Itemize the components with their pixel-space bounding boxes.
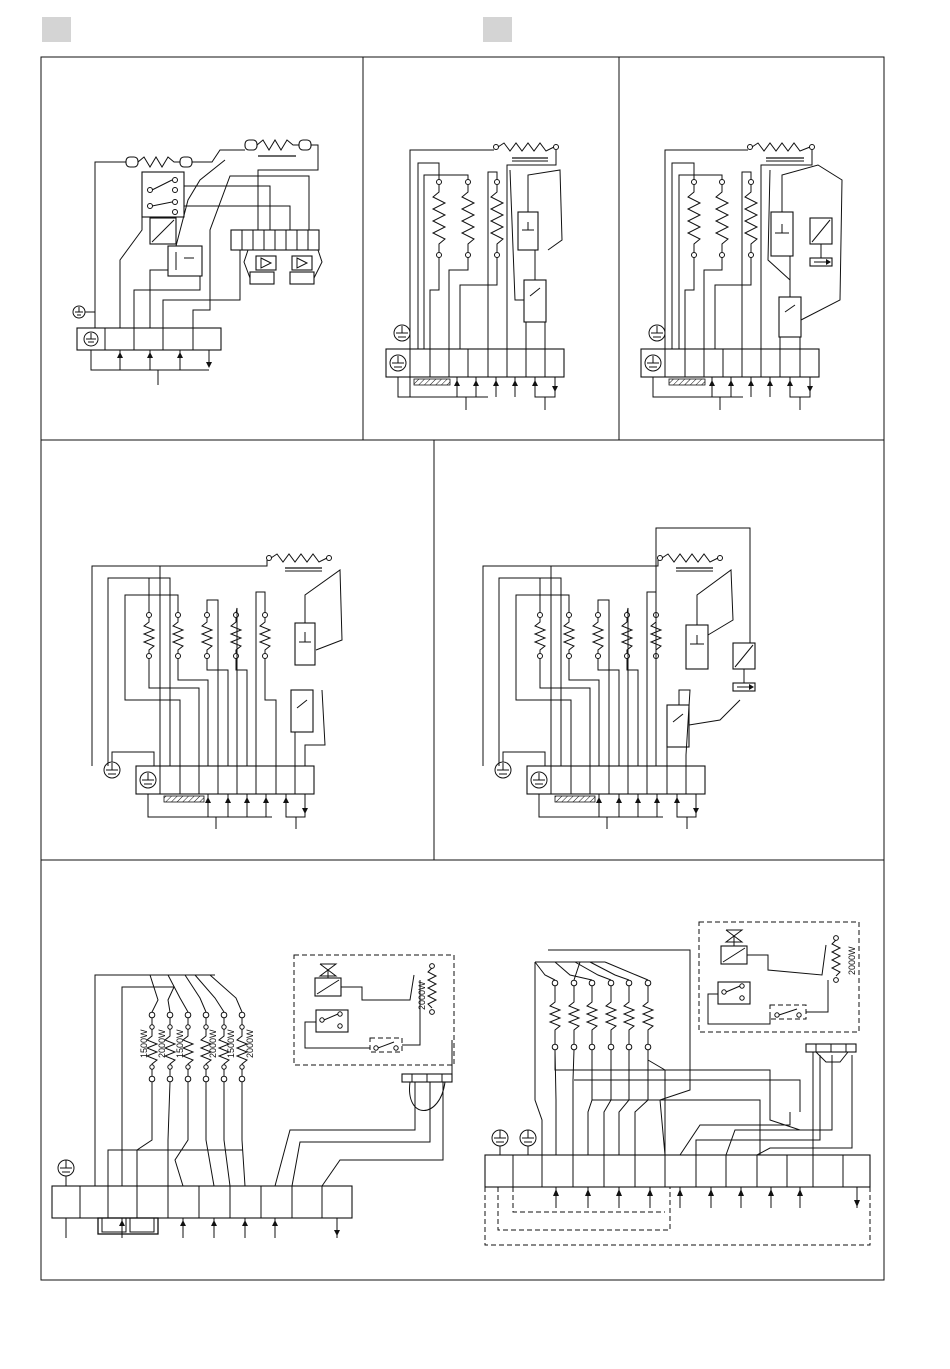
terminal-block <box>641 349 819 377</box>
heater-rating-label: 2000W <box>157 1029 167 1058</box>
diagram-panel-4 <box>92 554 342 829</box>
motor-rating-label: 2000W <box>847 946 857 975</box>
heater-elements <box>433 180 503 258</box>
terminal-block <box>52 1186 352 1218</box>
ground-symbol <box>58 1160 74 1186</box>
heater-rating-label: 2000W <box>245 1029 255 1058</box>
terminal-block <box>527 766 705 794</box>
header-marker-left <box>42 17 71 42</box>
diagram-panel-5 <box>483 528 755 829</box>
heater-rating-label: 1500W <box>226 1029 236 1058</box>
terminal-block <box>136 766 314 794</box>
terminal-block <box>77 328 221 350</box>
diagram-panel-1 <box>73 140 322 385</box>
diagram-panel-7: 2000W <box>485 922 870 1245</box>
heater-elements <box>550 980 653 1050</box>
ground-symbol <box>492 1130 536 1155</box>
terminal-block <box>386 349 564 377</box>
heater-rating-label: 1500W <box>175 1029 185 1058</box>
heater-rating-label: 1500W <box>139 1029 149 1058</box>
diagram-panel-6: 1500W 2000W 1500W 2000W 1500W 2000W <box>52 955 454 1238</box>
diagram-panel-3 <box>641 143 842 410</box>
motor-rating-label: 2000W <box>417 981 427 1010</box>
heater-elements <box>144 613 270 659</box>
header-marker-right <box>483 17 512 42</box>
heater-elements <box>688 180 757 258</box>
diagram-panel-2 <box>386 143 564 410</box>
heater-elements <box>535 613 661 659</box>
heater-rating-label: 2000W <box>208 1029 218 1058</box>
terminal-block <box>485 1155 870 1187</box>
